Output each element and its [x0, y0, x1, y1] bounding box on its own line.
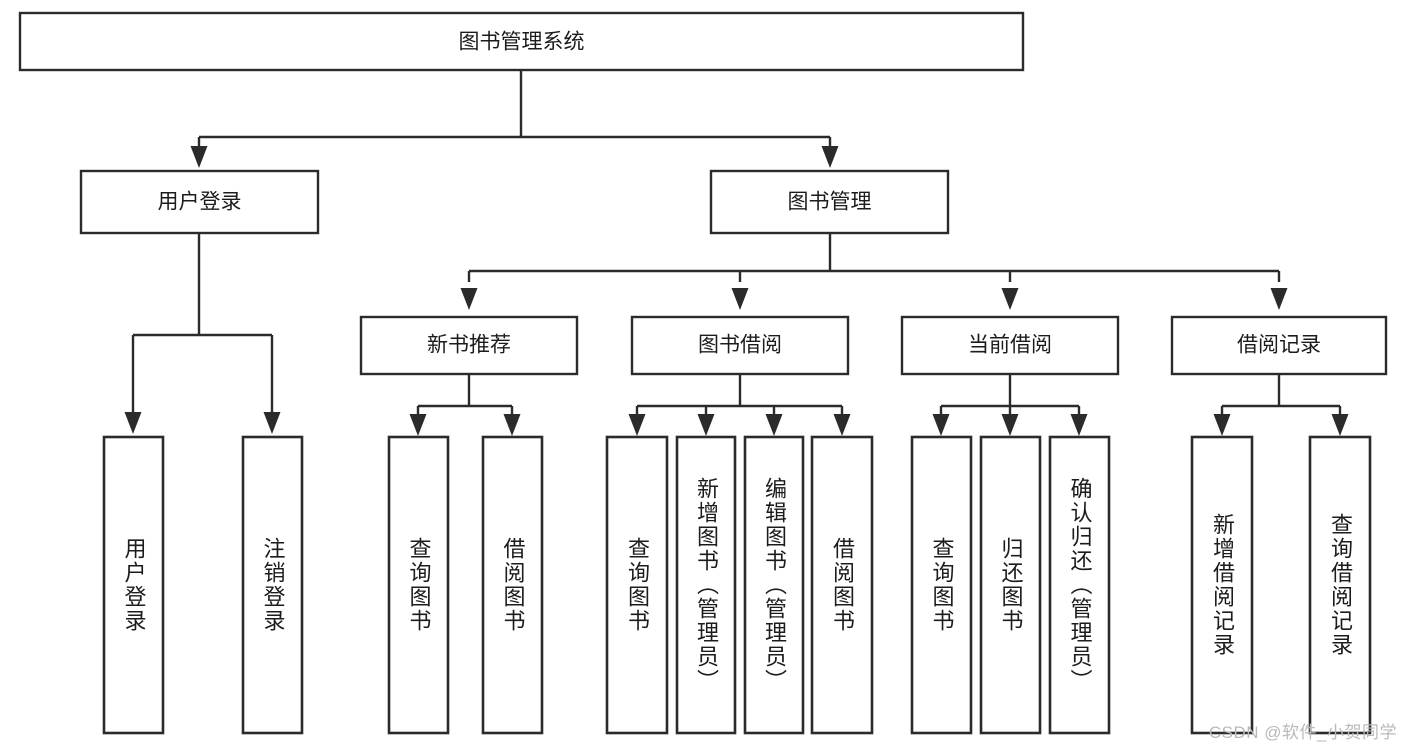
arrow-to-leaf-borrow-book-1: [503, 414, 521, 436]
node-current-borrow-box[interactable]: [900, 315, 1120, 376]
node-borrow-record-label: 借阅记录: [1237, 334, 1321, 357]
node-leaf-return-book[interactable]: [979, 435, 1042, 735]
node-leaf-query-book-2-box[interactable]: [605, 435, 669, 735]
node-new-book-recommend[interactable]: 新书推荐: [359, 315, 579, 376]
arrow-to-leaf-query-book-3: [932, 414, 950, 436]
node-leaf-confirm-return-admin-box[interactable]: [1048, 435, 1111, 735]
node-leaf-user-login-box[interactable]: [102, 435, 165, 735]
connector-layer: [124, 70, 1349, 436]
node-leaf-add-borrow-record-box[interactable]: [1190, 435, 1254, 735]
node-root-box[interactable]: [18, 11, 1025, 72]
node-new-book-recommend-label: 新书推荐: [427, 334, 511, 357]
node-leaf-confirm-return-admin[interactable]: [1048, 435, 1111, 735]
node-leaf-query-book-1-box[interactable]: [387, 435, 450, 735]
node-book-manage-label: 图书管理: [788, 191, 872, 214]
node-leaf-borrow-book-1[interactable]: [481, 435, 544, 735]
node-leaf-query-book-2[interactable]: [605, 435, 669, 735]
node-user-login-box[interactable]: [79, 169, 320, 235]
arrow-to-user-login: [190, 146, 208, 168]
node-book-manage[interactable]: 图书管理: [709, 169, 950, 235]
node-leaf-logout-login[interactable]: [241, 435, 304, 735]
arrow-to-leaf-logout-login: [263, 412, 281, 434]
arrow-to-current-borrow: [1001, 288, 1019, 310]
node-leaf-logout-login-box[interactable]: [241, 435, 304, 735]
arrow-to-leaf-query-borrow-record: [1331, 414, 1349, 436]
arrow-to-leaf-add-borrow-record: [1213, 414, 1231, 436]
node-book-borrow-box[interactable]: [630, 315, 850, 376]
arrow-to-book-borrow: [731, 288, 749, 310]
node-leaf-add-book-admin-box[interactable]: [675, 435, 737, 735]
node-book-borrow-label: 图书借阅: [698, 334, 782, 357]
arrow-to-leaf-edit-book-admin: [765, 414, 783, 436]
arrow-to-leaf-query-book-2: [628, 414, 646, 436]
node-leaf-return-book-box[interactable]: [979, 435, 1042, 735]
node-current-borrow-label: 当前借阅: [968, 334, 1052, 357]
node-leaf-borrow-book-2-box[interactable]: [810, 435, 874, 735]
node-borrow-record-box[interactable]: [1170, 315, 1388, 376]
node-leaf-query-book-1[interactable]: [387, 435, 450, 735]
arrow-to-leaf-borrow-book-2: [833, 414, 851, 436]
node-leaf-query-borrow-record[interactable]: [1308, 435, 1372, 735]
node-leaf-user-login[interactable]: [102, 435, 165, 735]
arrow-to-leaf-user-login: [124, 412, 142, 434]
arrow-to-book-manage: [821, 146, 839, 168]
arrow-to-borrow-record: [1270, 288, 1288, 310]
node-leaf-borrow-book-2[interactable]: [810, 435, 874, 735]
node-current-borrow[interactable]: 当前借阅: [900, 315, 1120, 376]
node-leaf-query-borrow-record-box[interactable]: [1308, 435, 1372, 735]
node-leaf-add-book-admin[interactable]: [675, 435, 737, 735]
arrow-to-leaf-query-book-1: [409, 414, 427, 436]
node-borrow-record[interactable]: 借阅记录: [1170, 315, 1388, 376]
node-leaf-edit-book-admin-box[interactable]: [743, 435, 805, 735]
node-root-label: 图书管理系统: [459, 31, 585, 54]
node-leaf-query-book-3-box[interactable]: [910, 435, 973, 735]
node-leaf-borrow-book-1-box[interactable]: [481, 435, 544, 735]
node-book-manage-box[interactable]: [709, 169, 950, 235]
node-leaf-edit-book-admin[interactable]: [743, 435, 805, 735]
node-user-login[interactable]: 用户登录: [79, 169, 320, 235]
node-leaf-query-book-3[interactable]: [910, 435, 973, 735]
arrow-to-leaf-confirm-return-admin: [1070, 414, 1088, 436]
node-leaf-add-borrow-record[interactable]: [1190, 435, 1254, 735]
arrow-to-new-book-recommend: [460, 288, 478, 310]
node-root[interactable]: 图书管理系统: [18, 11, 1025, 72]
node-new-book-recommend-box[interactable]: [359, 315, 579, 376]
node-book-borrow[interactable]: 图书借阅: [630, 315, 850, 376]
arrow-to-leaf-add-book-admin: [697, 414, 715, 436]
node-user-login-label: 用户登录: [158, 191, 242, 214]
arrow-to-leaf-return-book: [1001, 414, 1019, 436]
